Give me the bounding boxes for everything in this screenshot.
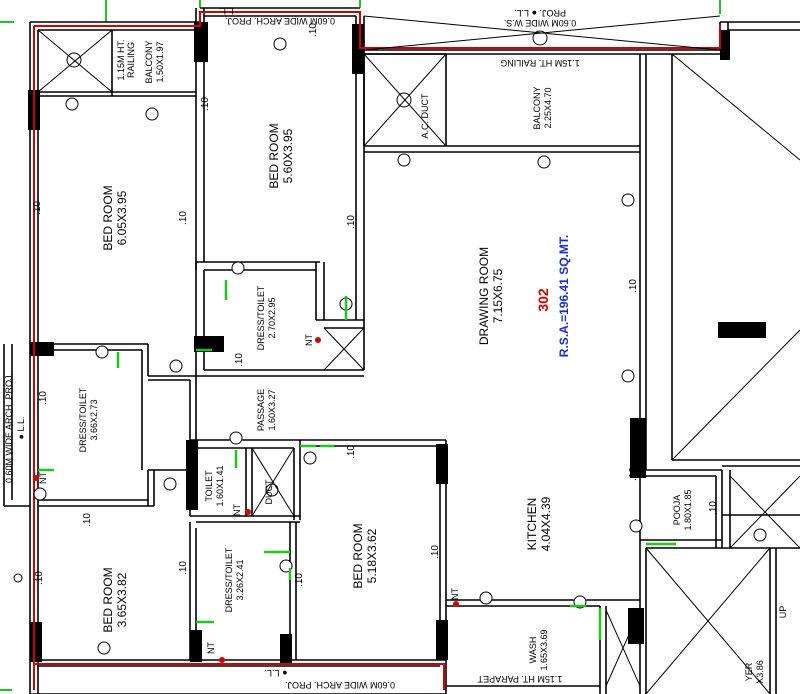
unit-number: 302	[535, 288, 551, 312]
door-markers	[38, 280, 676, 640]
room-size: 3.65X3.82	[115, 572, 129, 627]
room-name: BED ROOM	[101, 567, 115, 632]
room-size: 1.65X3.69	[539, 629, 549, 670]
room-label-bed-room-1: BED ROOM 6.05X3.95	[101, 185, 129, 250]
stair-up-note: UP	[778, 606, 788, 619]
room-size: 3.26X2.41	[235, 559, 245, 600]
dimension-mark: .10	[430, 545, 441, 559]
room-size: 1.60X1.41	[215, 465, 225, 506]
room-label-dress-toilet-3: DRESS/TOILET 3.26X2.41	[224, 547, 245, 612]
duct-note: DUCT	[264, 479, 274, 504]
notes: 1.15M HT. RAILING 1.15M HT. RAILING 1.15…	[4, 6, 788, 690]
dimension-mark: .10	[178, 561, 189, 575]
projection-note: PROJ. ● L.L.	[514, 8, 566, 18]
dimension-marks: .10 .10 .10 .10 .10 .10 .10 .10 .10 .10 …	[32, 23, 719, 587]
dimension-mark: .10	[628, 467, 639, 481]
room-name: TOILET	[204, 470, 214, 502]
room-labels: BED ROOM 6.05X3.95 BED ROOM 5.60X3.95 DR…	[78, 40, 765, 683]
nt-label: NT	[304, 334, 314, 346]
dimension-mark: .10	[294, 573, 305, 587]
room-name: DRESS/TOILET	[224, 547, 234, 612]
room-name: POOJA	[672, 495, 682, 526]
room-name: BED ROOM	[101, 185, 115, 250]
duct-note: A.C. DUCT	[420, 93, 430, 139]
room-label-kitchen: KITCHEN 4.04X4.39	[525, 496, 553, 551]
room-label-bed-room-4: BED ROOM 5.18X3.62	[351, 523, 379, 588]
room-name: PASSAGE	[256, 389, 266, 431]
projection-note: ● L.L.	[265, 668, 288, 678]
room-label-wash: WASH 1.65X3.69	[528, 629, 549, 670]
dimension-mark: .10	[178, 211, 189, 225]
room-name: WASH	[528, 637, 538, 664]
room-label-drawing-room: DRAWING ROOM 7.15X6.75	[477, 247, 505, 345]
room-name: DRESS/TOILET	[78, 387, 88, 452]
room-label-bed-room-3: BED ROOM 3.65X3.82	[101, 567, 129, 632]
dimension-mark: .10	[34, 571, 45, 585]
room-size: 1.50X1.97	[155, 41, 165, 82]
room-name: BALCONY	[144, 40, 154, 83]
nt-markers: NT NT NT NT NT	[38, 334, 460, 654]
level-note: L.L.	[218, 6, 233, 16]
room-name: DRESS/TOILET	[256, 285, 266, 350]
projection-note: 0.60M WIDE ARCH. PROJ.	[225, 16, 335, 26]
dimension-mark: .10	[708, 501, 719, 515]
dimension-mark: .10	[38, 391, 49, 405]
room-label-balcony-2: BALCONY 2.25X4.70	[532, 86, 553, 129]
dimension-mark: .10	[346, 215, 357, 229]
room-label-pooja: POOJA 1.80X1.85	[672, 489, 693, 530]
room-size: 5.18X3.62	[365, 528, 379, 583]
dimension-mark: .10	[628, 279, 639, 293]
dimension-mark: .10	[82, 513, 93, 527]
room-label-passage: PASSAGE 1.60X3.27	[256, 389, 277, 431]
room-name: DRAWING ROOM	[477, 247, 491, 345]
unit-boundary	[33, 11, 721, 690]
dimension-mark: .10	[234, 353, 245, 367]
railing-note: RAILING	[126, 42, 136, 78]
room-size: 6.05X3.95	[115, 190, 129, 245]
room-size: 7.15X6.75	[491, 268, 505, 323]
projection-note: 0.60M WIDE ARCH. PROJ.	[4, 373, 14, 483]
dimension-mark: .10	[32, 201, 43, 215]
nt-label: NT	[38, 472, 48, 484]
railing-note: 1.15M HT.	[116, 39, 126, 80]
room-name: BALCONY	[532, 86, 542, 129]
room-name: BED ROOM	[351, 523, 365, 588]
room-size: 4.04X4.39	[539, 496, 553, 551]
frame-markers	[0, 0, 721, 691]
room-size: 1.60X3.27	[267, 389, 277, 430]
room-name: YER	[744, 662, 754, 681]
room-size: X3.86	[755, 660, 765, 684]
room-label-bed-room-2: BED ROOM 5.60X3.95	[267, 123, 295, 188]
room-label-toilet: TOILET 1.60X1.41	[204, 465, 225, 506]
fixture-markers	[33, 37, 643, 655]
projection-note: 0.60M WIDE ARCH. PROJ.	[285, 680, 395, 690]
projection-note: ● L.L.	[16, 417, 26, 440]
room-name: KITCHEN	[525, 498, 539, 551]
room-label-dress-toilet-2: DRESS/TOILET 3.66X2.73	[78, 387, 99, 452]
red-points	[33, 337, 459, 663]
parapet-note: 1.15M HT. PARAPET	[477, 674, 562, 684]
room-size: 2.25X4.70	[543, 87, 553, 128]
unit-area: R.S.A.=196.41 SQ.MT.	[557, 235, 571, 357]
nt-label: NT	[232, 504, 242, 516]
room-size: 5.60X3.95	[281, 128, 295, 183]
columns	[28, 22, 766, 664]
dimension-mark: .10	[200, 97, 211, 111]
room-name: BED ROOM	[267, 123, 281, 188]
nt-label: NT	[206, 642, 216, 654]
room-label-balcony-1: BALCONY 1.50X1.97	[144, 40, 165, 83]
railing-note: 1.15M HT. RAILING	[500, 58, 580, 68]
dimension-mark: .10	[346, 445, 357, 459]
room-label-foyer: YER X3.86	[744, 660, 765, 684]
room-size: 2.70X2.95	[267, 297, 277, 338]
room-label-dress-toilet-1: DRESS/TOILET 2.70X2.95	[256, 285, 277, 350]
duct-crosses	[13, 15, 800, 694]
room-size: 1.80X1.85	[683, 489, 693, 530]
room-size: 3.66X2.73	[89, 399, 99, 440]
dimension-mark: .10	[308, 23, 319, 37]
nt-label: NT	[450, 588, 460, 600]
projection-note: 0.60M WIDE W.S.	[504, 18, 577, 28]
